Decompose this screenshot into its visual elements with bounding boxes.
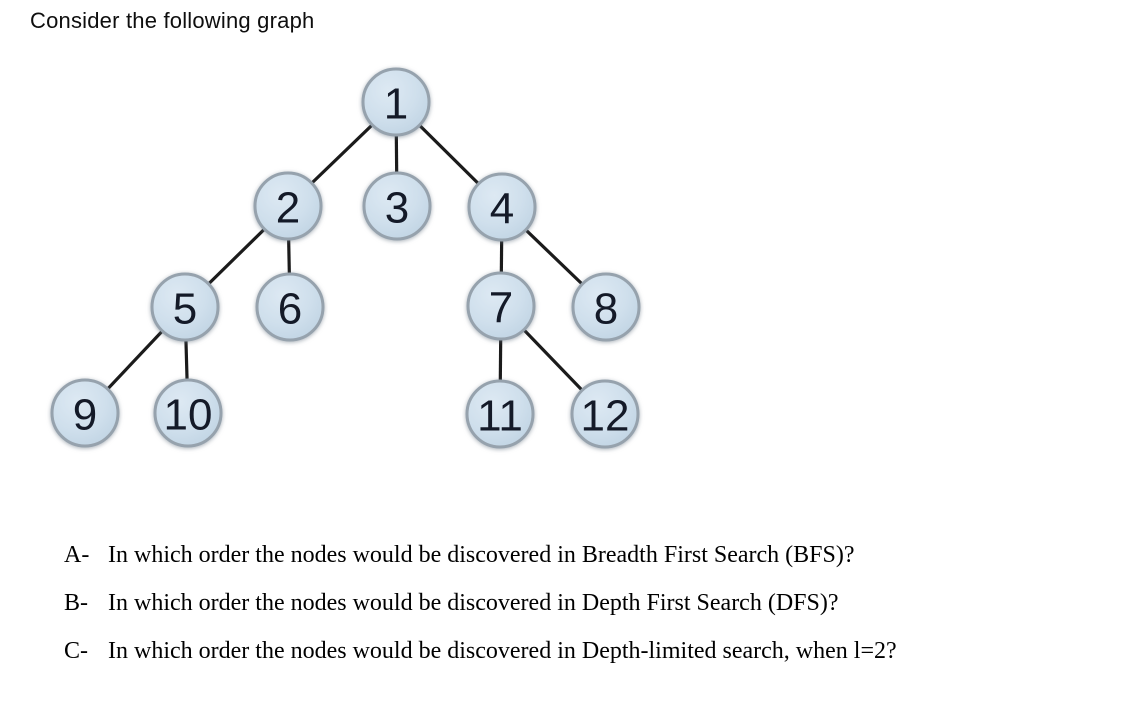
question-text-a: In which order the nodes would be discov… <box>108 542 855 568</box>
question-text-b: In which order the nodes would be discov… <box>108 590 839 616</box>
graph-node-circle-1 <box>361 67 431 137</box>
graph-node-4: 4 <box>467 172 537 242</box>
graph-node-circle-6 <box>255 272 325 342</box>
graph-node-12: 12 <box>570 379 640 449</box>
graph-node-circle-3 <box>362 171 432 241</box>
graph-node-circle-2 <box>253 171 323 241</box>
graph-node-circle-12 <box>570 379 640 449</box>
graph-node-7: 7 <box>466 271 536 341</box>
question-label-b: B- <box>64 590 88 616</box>
page-title: Consider the following graph <box>30 8 315 33</box>
graph-node-circle-7 <box>466 271 536 341</box>
graph-node-label-12: 12 <box>581 392 630 441</box>
graph-node-6: 6 <box>255 272 325 342</box>
graph-node-9: 9 <box>50 378 120 448</box>
graph-node-label-5: 5 <box>173 285 197 334</box>
question-row-c: C- In which order the nodes would be dis… <box>64 627 897 675</box>
graph-node-label-8: 8 <box>594 285 618 334</box>
graph-node-label-9: 9 <box>73 391 97 440</box>
graph-node-11: 11 <box>465 379 535 449</box>
graph-node-circle-11 <box>465 379 535 449</box>
graph-node-label-7: 7 <box>489 284 513 333</box>
graph-node-circle-9 <box>50 378 120 448</box>
graph-node-circle-10 <box>153 378 223 448</box>
graph-node-label-4: 4 <box>490 185 514 234</box>
graph-node-circle-4 <box>467 172 537 242</box>
question-label-a: A- <box>64 542 90 568</box>
question-row-b: B- In which order the nodes would be dis… <box>64 579 897 627</box>
graph-node-3: 3 <box>362 171 432 241</box>
graph-node-2: 2 <box>253 171 323 241</box>
graph-node-1: 1 <box>361 67 431 137</box>
question-label-c: C- <box>64 638 88 664</box>
graph-node-label-11: 11 <box>477 392 523 441</box>
question-text-c: In which order the nodes would be discov… <box>108 638 897 664</box>
graph-node-label-10: 10 <box>164 391 213 440</box>
graph-node-circle-5 <box>150 272 220 342</box>
graph-node-label-3: 3 <box>385 184 409 233</box>
graph-node-5: 5 <box>150 272 220 342</box>
graph-node-8: 8 <box>571 272 641 342</box>
questions-list: A- In which order the nodes would be dis… <box>64 531 897 675</box>
question-row-a: A- In which order the nodes would be dis… <box>64 531 897 579</box>
graph-node-label-6: 6 <box>278 285 302 334</box>
graph-node-label-1: 1 <box>384 80 408 129</box>
graph-node-label-2: 2 <box>276 184 300 233</box>
graph-node-circle-8 <box>571 272 641 342</box>
graph-node-10: 10 <box>153 378 223 448</box>
